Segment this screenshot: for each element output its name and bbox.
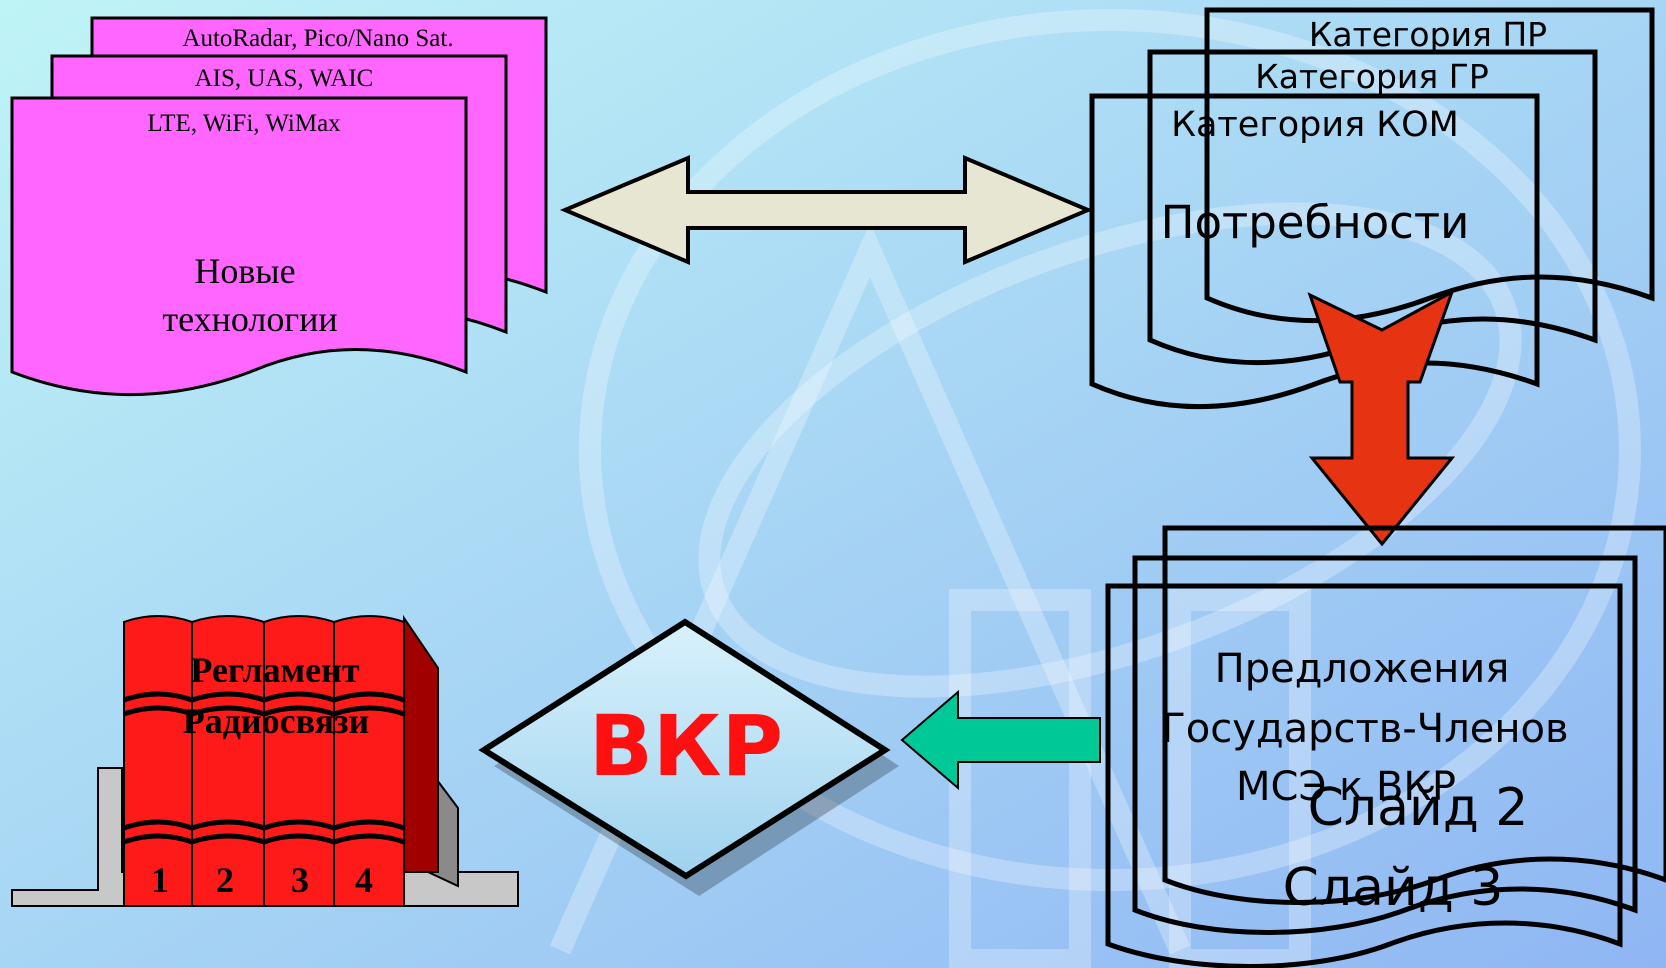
radio-regulations-books: Регламент Радиосвязи 1 2 3 4 [11, 614, 519, 907]
tech-doc-front [10, 96, 468, 396]
tech-title-line1: Новые [194, 251, 295, 291]
slide-3-link[interactable]: Слайд 3 [1283, 858, 1504, 918]
proposals-stack [1105, 525, 1666, 968]
proposals-doc-mid [1132, 555, 1638, 935]
rr-title-line1: Регламент [190, 650, 359, 690]
volume-number-4: 4 [355, 860, 373, 900]
volume-number-1: 1 [151, 860, 169, 900]
volume-number-2: 2 [216, 860, 234, 900]
wrc-label: ВКР [589, 697, 783, 795]
bookend-left [11, 767, 151, 907]
down-arrow-needs-to-proposals [1307, 288, 1456, 547]
needs-layer-mid-label: Категория ГР [1255, 57, 1488, 96]
tech-layer-back-label: AutoRadar, Pico/Nano Sat. [182, 25, 453, 52]
tech-layer-mid-label: AIS, UAS, WAIC [195, 65, 374, 92]
left-arrow-proposals-to-wrc [900, 689, 1101, 791]
wrc-diamond: ВКР [478, 618, 899, 896]
needs-layer-back-label: Категория ПР [1309, 15, 1547, 54]
needs-doc-front [1089, 93, 1540, 409]
volume-number-3: 3 [291, 860, 309, 900]
book-4 [333, 615, 405, 907]
needs-layer-front-label: Категория КОМ [1171, 105, 1459, 145]
rr-title-line2: Радиосвязи [183, 701, 370, 741]
double-arrow [559, 154, 1094, 266]
needs-doc-back [1204, 7, 1655, 323]
proposals-line2: Государств-Членов [1161, 706, 1568, 752]
proposals-doc-back [1162, 525, 1666, 905]
new-technologies-stack: AutoRadar, Pico/Nano Sat. AIS, UAS, WAIC… [10, 16, 548, 396]
tech-title-line2: технологии [162, 299, 337, 339]
needs-title: Потребности [1161, 196, 1470, 249]
slide-2-link[interactable]: Слайд 2 [1308, 778, 1529, 838]
proposals-line1: Предложения [1215, 646, 1510, 692]
proposals-doc-front [1105, 583, 1623, 968]
proposals-line3: МСЭ к ВКР [1236, 764, 1456, 810]
tech-layer-front-label: LTE, WiFi, WiMax [147, 110, 341, 137]
